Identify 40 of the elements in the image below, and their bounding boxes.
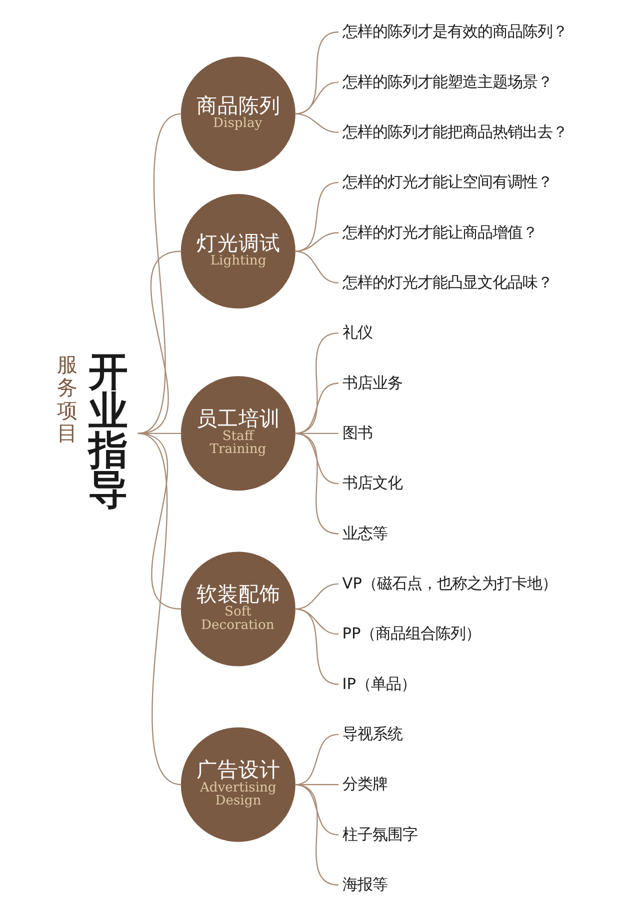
node-circle: 商品陈列 Display (180, 56, 295, 172)
connector (294, 232, 338, 252)
node-text: 业态等 (342, 524, 387, 542)
node-text: 怎样的灯光才能让商品增值？ (342, 223, 537, 242)
connector (294, 82, 338, 114)
node-circle: 灯光调试 Lighting (180, 194, 295, 309)
connector (294, 382, 338, 434)
node-text: 怎样的陈列才能把商品热销出去？ (342, 122, 567, 141)
node-text: 海报等 (342, 876, 387, 894)
node-text: 礼仪 (342, 324, 372, 342)
node-text: PP（商品组合陈列） (342, 624, 480, 643)
node-text: 怎样的陈列才是有效的商品陈列？ (342, 22, 567, 41)
node-text: IP（单品） (342, 674, 416, 693)
connector (137, 250, 182, 434)
node-text: 图书 (342, 424, 372, 442)
node-text: VP（磁石点，也称之为打卡地） (342, 574, 556, 593)
connector (294, 31, 338, 114)
node-text: 开业指导 (88, 350, 128, 513)
node-circle: 员工培训 Staff Training (180, 376, 295, 491)
node-text: 书店文化 (342, 474, 402, 492)
connector (294, 608, 338, 685)
node-text: 怎样的灯光才能凸显文化品味？ (342, 273, 552, 292)
node-label: 服务项目 (56, 352, 78, 446)
connector (294, 432, 338, 534)
connector (294, 332, 338, 434)
node-text: 分类牌 (342, 775, 387, 794)
connector (294, 784, 338, 886)
connector (294, 583, 338, 610)
connector (137, 113, 182, 434)
node-text: 柱子氛围字 (342, 825, 417, 844)
node-text: 怎样的陈列才能塑造主题场景？ (342, 72, 552, 91)
connector (294, 182, 338, 252)
node-text: 书店业务 (342, 374, 402, 392)
node-circle: 软装配饰 Soft Decoration (180, 552, 295, 666)
connector (294, 113, 338, 133)
node-text: 怎样的灯光才能让空间有调性？ (342, 173, 552, 192)
connector (294, 250, 338, 284)
connector (137, 432, 182, 786)
node-text: 导视系统 (342, 725, 402, 744)
node-circle: 广告设计 Advertising Design (180, 727, 295, 842)
